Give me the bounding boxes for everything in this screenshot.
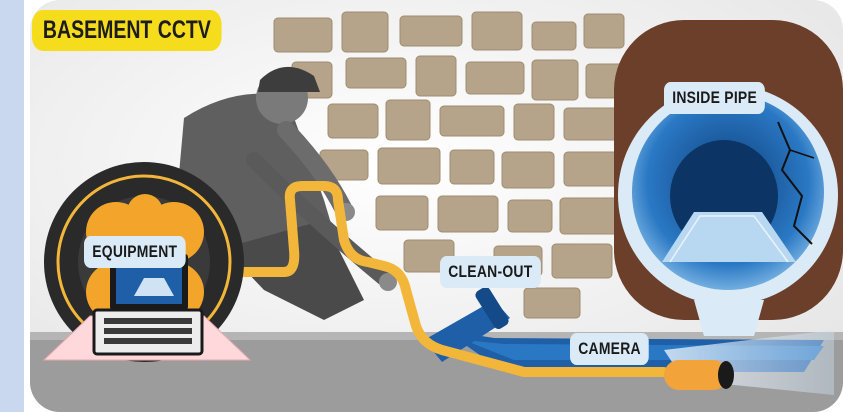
label-clean-out: CLEAN-OUT xyxy=(440,256,541,288)
label-camera: CAMERA xyxy=(570,333,649,365)
page-title: BASEMENT CCTV xyxy=(32,10,222,51)
illustration xyxy=(24,0,843,412)
label-inside-pipe: INSIDE PIPE xyxy=(664,82,765,114)
label-equipment: EQUIPMENT xyxy=(84,236,185,268)
left-side-bar xyxy=(0,0,24,412)
camera-head xyxy=(664,360,734,390)
